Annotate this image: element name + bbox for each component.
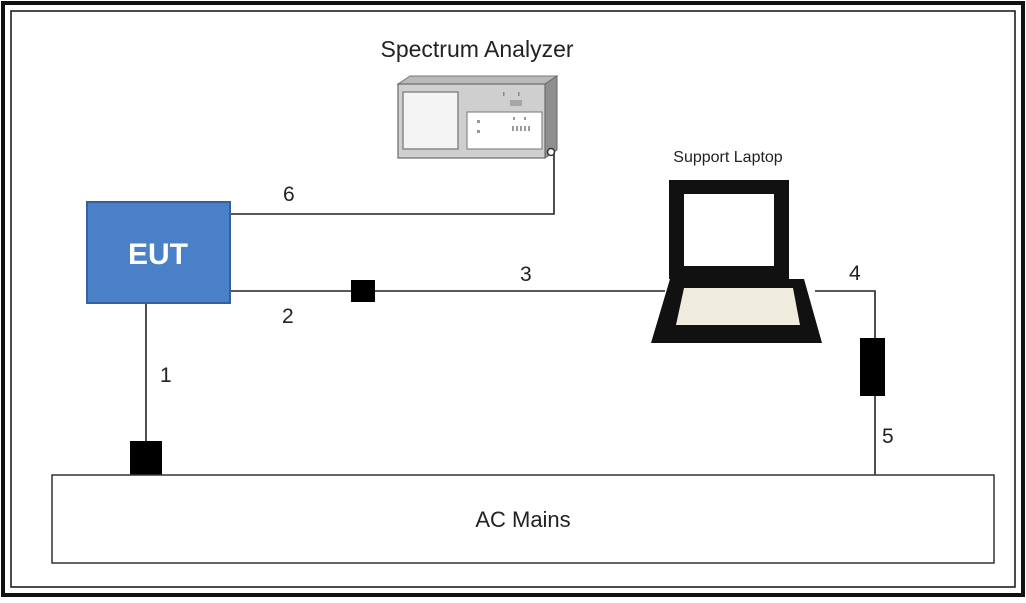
cable-label-4: 4 xyxy=(849,262,861,285)
ferrite-blocks xyxy=(130,280,885,475)
cable-label-2: 2 xyxy=(282,305,294,328)
ac-mains-label: AC Mains xyxy=(475,507,570,532)
cable-labels: 1 2 3 4 5 6 xyxy=(160,183,894,448)
spectrum-analyzer-icon xyxy=(396,75,559,159)
cable-4-5-line xyxy=(815,290,876,475)
cable-lines xyxy=(145,152,876,475)
cable-label-3: 3 xyxy=(520,263,532,286)
eut-box: EUT xyxy=(86,201,231,304)
cable-label-1: 1 xyxy=(160,364,172,387)
cable-6-line xyxy=(230,152,555,215)
ferrite-cable-1 xyxy=(130,441,162,475)
ferrite-cable-4 xyxy=(860,338,885,396)
support-laptop-label: Support Laptop xyxy=(673,149,783,166)
eut-label: EUT xyxy=(128,238,188,271)
spectrum-analyzer: Spectrum Analyzer xyxy=(380,36,574,159)
cable-label-6: 6 xyxy=(283,183,295,206)
ac-mains-box: AC Mains xyxy=(51,474,995,564)
analyzer-input-port xyxy=(546,147,556,157)
spectrum-analyzer-label: Spectrum Analyzer xyxy=(380,36,573,62)
cable-label-5: 5 xyxy=(882,425,894,448)
laptop-icon xyxy=(651,180,822,343)
ferrite-cable-2 xyxy=(351,280,375,302)
support-laptop: Support Laptop xyxy=(651,149,822,343)
